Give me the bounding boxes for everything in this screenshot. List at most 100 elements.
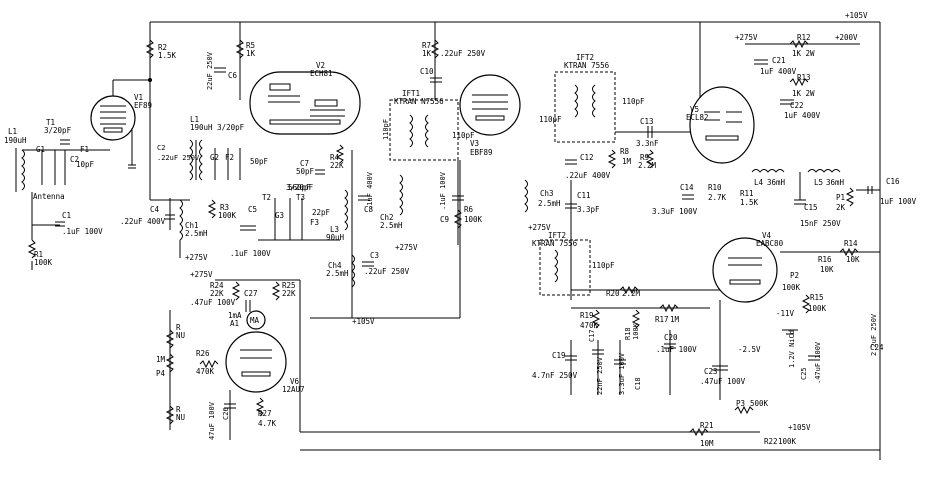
bfo-supply-out: +200V [835, 33, 858, 42]
bias-neg: -2.5V [738, 345, 761, 354]
p1-value: 2K [836, 203, 846, 212]
c9-ref: C9 [440, 215, 449, 224]
p4-pot [165, 353, 175, 373]
r22-value: 100K [778, 437, 797, 446]
c5-value: .1uF 100V [230, 249, 271, 258]
r6-value: 100K [464, 215, 483, 224]
ift1-c110b: 110pF [452, 131, 475, 140]
r11-ref: R11 [740, 189, 754, 198]
c1-ref: C1 [62, 211, 71, 220]
if1-supply: +275V [395, 243, 418, 252]
l4-coil [751, 169, 785, 173]
ift1-ref: IFT1 [402, 89, 420, 98]
l4-value: 36mH [767, 178, 786, 187]
c25-ref: C25 [800, 367, 808, 380]
c560-value: 560pF [288, 183, 311, 192]
t2-ref: T2 [262, 193, 271, 202]
c6-value: 22uF 250V [206, 51, 214, 90]
det-ift-ref: IFT2 [548, 231, 566, 240]
ift2-model: KTRAN 7556 [564, 61, 610, 70]
c25-value: .47uF 100V [814, 341, 822, 384]
f2-value: 50pF [250, 157, 269, 166]
ch3-ref: Ch3 [540, 189, 554, 198]
c24-value: 2.2uF 250V [870, 313, 878, 356]
c6-ref: C6 [228, 71, 238, 80]
ch3-value: 2.5mH [538, 199, 561, 208]
v6-type: 12AU7 [282, 385, 305, 394]
c11-ref: C11 [577, 191, 591, 200]
v3-ref: V3 [470, 139, 479, 148]
r12-value: 1K 2W [792, 49, 815, 58]
mixer-bplus: +105V [352, 317, 375, 326]
if2-supply: +275V [528, 223, 551, 232]
ch3-coil [524, 179, 528, 213]
c2-small-ref: C2 [70, 155, 79, 164]
antenna-label: Antenna [33, 192, 65, 201]
r22-ref: R22 [764, 437, 778, 446]
r5-value: 1K [246, 49, 256, 58]
mixer-l1-value: 190uH 3/20pF [190, 123, 245, 132]
c10-value: .22uF 250V [440, 49, 486, 58]
ch1-value: 2.5mH [185, 229, 208, 238]
ift1-c110a: 110pF [382, 119, 390, 140]
f3-value: 22pF [312, 208, 331, 217]
meter-supply: +275V [190, 270, 213, 279]
r3-ref: R3 [220, 203, 229, 212]
l5-value: 36mH [826, 178, 845, 187]
v5-ref: V5 [690, 105, 699, 114]
l5-coil [807, 169, 841, 173]
c21-ref: C21 [772, 56, 786, 65]
p2-value: 100K [782, 283, 801, 292]
r24-ref: R24 [210, 281, 224, 290]
c4-ref: C4 [150, 205, 160, 214]
r15-ref: R15 [810, 293, 824, 302]
r18-value: 100K [632, 322, 640, 340]
f1-ref: F1 [80, 145, 89, 154]
r10-value: 2.7K [708, 193, 727, 202]
antenna-section: L1 190uH Antenna R1 100K C1 .1uF 100V [4, 127, 110, 270]
c22-ref: C22 [790, 101, 804, 110]
v3-tube-envelope [459, 74, 521, 136]
c15-value: 15nF 250V [800, 219, 841, 228]
l3-coil [344, 189, 348, 231]
ift2-c110b: 110pF [622, 97, 645, 106]
meter-ref: A1 [230, 319, 239, 328]
r9-value: 2.2M [638, 161, 657, 170]
r7-resistor [430, 39, 440, 59]
r13-ref: R13 [797, 73, 811, 82]
v4-ref: V4 [762, 231, 772, 240]
r5-ref: R5 [246, 41, 255, 50]
c23-ref: C23 [704, 367, 718, 376]
c19-ref: C19 [552, 351, 566, 360]
f2-ref: F2 [225, 153, 234, 162]
v3-type: EBF89 [470, 148, 493, 157]
l5-ref: L5 [814, 178, 823, 187]
p1-pot [845, 187, 855, 207]
r20-ref: R20 [606, 289, 620, 298]
ift1-model: KTRAN N7556 [394, 97, 444, 106]
r7-ref: R7 [422, 41, 431, 50]
rnu2-ref: R [176, 405, 181, 414]
c22-value: 1uF 400V [784, 111, 821, 120]
r14-value: 10K [846, 255, 860, 264]
r20-value: 2.2M [622, 289, 641, 298]
r2-value: 1.5K [158, 51, 177, 60]
ch1-coil [179, 199, 183, 241]
c15-ref: C15 [804, 203, 818, 212]
r2-ref: R2 [158, 43, 167, 52]
c27-value: .47uF 100V [190, 298, 236, 307]
c3-ref: C3 [370, 251, 379, 260]
r10-ref: R10 [708, 183, 722, 192]
r13-value: 1K 2W [792, 89, 815, 98]
c5-ref: C5 [248, 205, 257, 214]
c26-value: 47uF 100V [208, 401, 216, 440]
t3-value: 3/20pF [286, 183, 314, 192]
ift2-c110: 110pF [539, 115, 562, 124]
c8-ref: C8 [364, 205, 374, 214]
r14-ref: R14 [844, 239, 858, 248]
r26-ref: R26 [196, 349, 210, 358]
if2-stage: IFT2 KTRAN 7556 110pF 110pF C12 .22uF 40… [524, 53, 690, 300]
v2-tube-envelope [249, 71, 361, 135]
mixer-stage: L1 190uH 3/20pF G2 F2 50pF R3 100K C5 .1… [189, 39, 410, 326]
